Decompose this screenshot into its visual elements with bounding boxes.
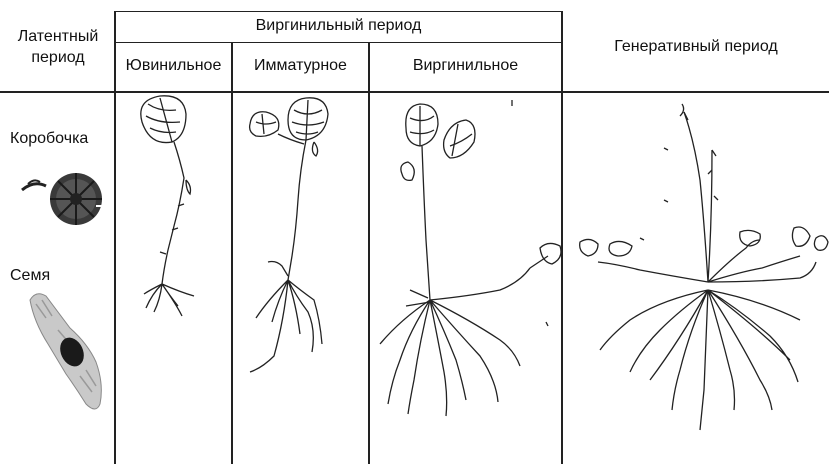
virginile-plant xyxy=(380,100,561,416)
generative-plant xyxy=(580,104,828,430)
immature-plant xyxy=(250,98,328,372)
capsule-image xyxy=(22,173,110,225)
juvenile-plant xyxy=(141,96,194,316)
seed-image xyxy=(30,294,101,409)
